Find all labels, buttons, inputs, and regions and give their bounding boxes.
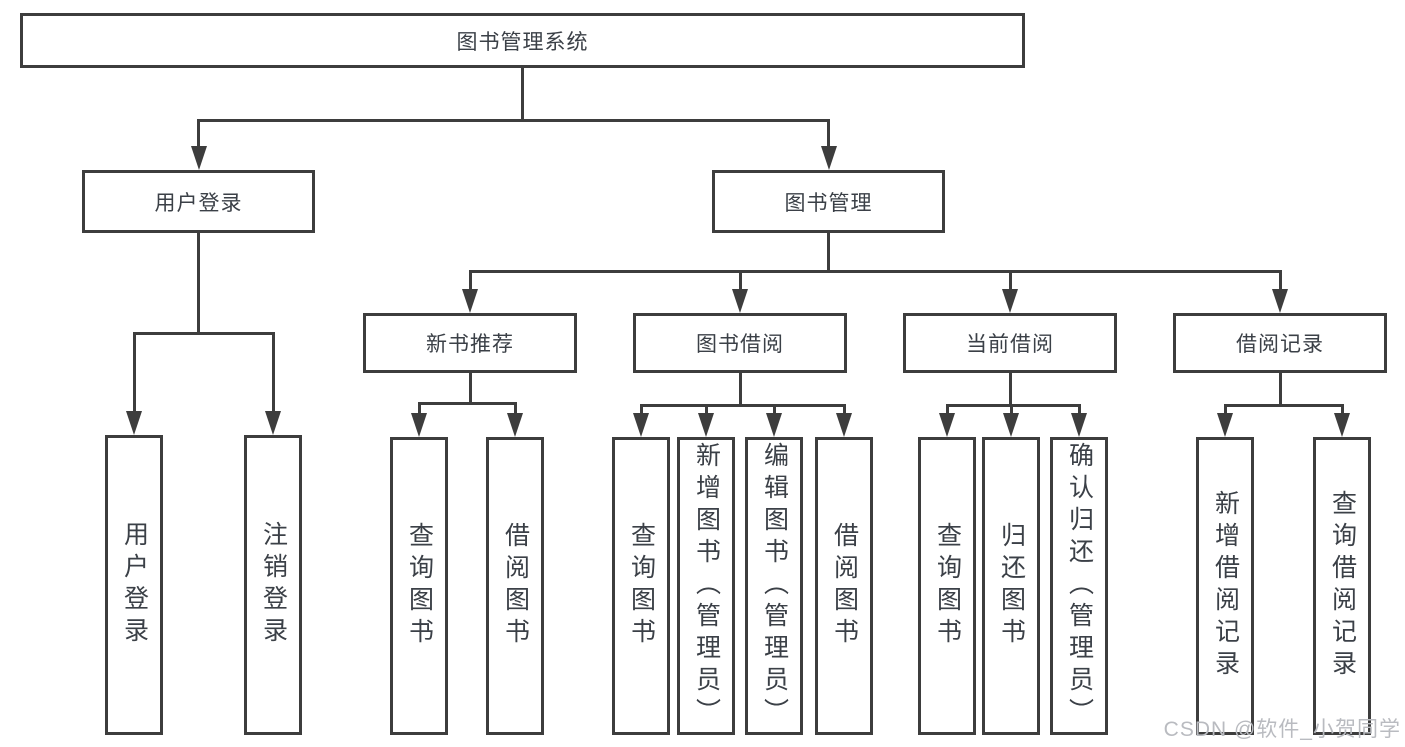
leaf-add-borrow-record: 新增借阅记录 [1196, 437, 1254, 735]
connector-line [639, 403, 846, 407]
node-book-management: 图书管理 [712, 170, 945, 233]
connector-arrow-down [836, 413, 852, 437]
connector-arrow-down [190, 146, 207, 170]
leaf-borrow-books-1: 借阅图书 [486, 437, 544, 735]
connector-line [417, 403, 421, 413]
connector-line [1223, 403, 1344, 407]
connector-arrow-down [1071, 413, 1087, 437]
leaf-label: 查询借阅记录 [1328, 490, 1357, 682]
connector-arrow-down [126, 411, 142, 435]
connector-line [639, 405, 643, 413]
csdn-watermark: CSDN @软件_小贺同学 [1163, 718, 1401, 741]
leaf-confirm-return-admin: 确认归还（管理员） [1050, 437, 1108, 735]
leaf-label: 新增借阅记录 [1211, 490, 1240, 682]
connector-line [1008, 271, 1012, 289]
connector-line [1008, 373, 1012, 407]
connector-line [772, 405, 776, 413]
leaf-label: 归还图书 [997, 522, 1026, 650]
leaf-label: 编辑图书（管理员） [760, 442, 789, 730]
node-user-login: 用户登录 [82, 170, 315, 233]
leaf-label: 查询图书 [933, 522, 962, 650]
connector-line [513, 403, 517, 413]
connector-line [1278, 271, 1282, 289]
node-new-book-recommend: 新书推荐 [363, 313, 577, 373]
leaf-label: 用户登录 [120, 521, 149, 649]
connector-line [132, 331, 275, 335]
leaf-label: 新增图书（管理员） [692, 442, 721, 730]
leaf-label: 查询图书 [627, 522, 656, 650]
node-borrow-records: 借阅记录 [1173, 313, 1387, 373]
leaf-user-login: 用户登录 [105, 435, 163, 735]
connector-arrow-down [265, 411, 281, 435]
connector-line [1340, 405, 1344, 413]
connector-line [197, 233, 200, 335]
node-book-borrow: 图书借阅 [633, 313, 847, 373]
connector-line [827, 233, 830, 273]
leaf-borrow-books-2: 借阅图书 [815, 437, 873, 735]
connector-line [197, 118, 830, 122]
leaf-query-books-3: 查询图书 [918, 437, 976, 735]
connector-arrow-down [507, 413, 523, 437]
node-root: 图书管理系统 [20, 13, 1025, 68]
connector-arrow-down [411, 413, 427, 437]
leaf-query-borrow-record: 查询借阅记录 [1313, 437, 1371, 735]
connector-arrow-down [698, 413, 714, 437]
connector-line [738, 271, 742, 289]
node-label: 借阅记录 [1236, 333, 1324, 356]
connector-arrow-down [462, 289, 478, 313]
leaf-query-books-1: 查询图书 [390, 437, 448, 735]
connector-arrow-down [820, 146, 837, 170]
leaf-query-books-2: 查询图书 [612, 437, 670, 735]
leaf-label: 借阅图书 [501, 522, 530, 650]
connector-arrow-down [1217, 413, 1233, 437]
leaf-label: 确认归还（管理员） [1065, 442, 1094, 730]
node-label: 新书推荐 [426, 333, 514, 356]
node-label: 用户登录 [154, 191, 243, 215]
connector-line [945, 405, 949, 413]
node-label: 图书借阅 [696, 333, 784, 356]
connector-line [827, 120, 830, 146]
leaf-edit-books-admin: 编辑图书（管理员） [745, 437, 803, 735]
connector-line [468, 269, 1282, 273]
connector-line [520, 68, 524, 122]
connector-line [132, 333, 136, 411]
node-label: 图书管理 [784, 191, 873, 215]
connector-line [468, 271, 472, 289]
leaf-logout: 注销登录 [244, 435, 302, 735]
connector-line [704, 405, 708, 413]
connector-arrow-down [633, 413, 649, 437]
connector-line [271, 333, 275, 411]
leaf-label: 借阅图书 [830, 522, 859, 650]
connector-arrow-down [1002, 289, 1018, 313]
connector-line [1223, 405, 1227, 413]
connector-line [1278, 373, 1282, 407]
connector-arrow-down [939, 413, 955, 437]
connector-line [738, 373, 742, 407]
leaf-return-books: 归还图书 [982, 437, 1040, 735]
connector-line [1009, 405, 1013, 413]
leaf-label: 注销登录 [259, 521, 288, 649]
connector-arrow-down [766, 413, 782, 437]
connector-arrow-down [1272, 289, 1288, 313]
leaf-add-books-admin: 新增图书（管理员） [677, 437, 735, 735]
node-current-borrow: 当前借阅 [903, 313, 1117, 373]
node-label: 当前借阅 [966, 333, 1054, 356]
leaf-label: 查询图书 [405, 522, 434, 650]
connector-line [842, 405, 846, 413]
connector-line [945, 403, 1081, 407]
connector-line [468, 373, 472, 405]
connector-arrow-down [1334, 413, 1350, 437]
connector-line [417, 401, 517, 405]
node-root-label: 图书管理系统 [456, 30, 589, 54]
connector-line [1077, 405, 1081, 413]
connector-line [197, 120, 200, 146]
connector-arrow-down [732, 289, 748, 313]
connector-arrow-down [1003, 413, 1019, 437]
